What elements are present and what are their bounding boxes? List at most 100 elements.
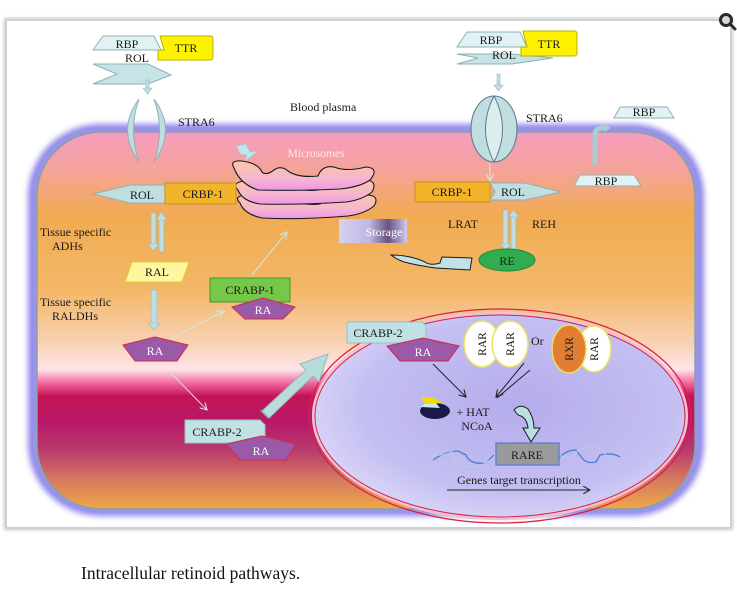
corepressor-icon (420, 397, 450, 419)
stra6-right: STRA6 (470, 94, 563, 181)
rol-label-left: ROL (125, 51, 149, 65)
storage-label: Storage (366, 225, 403, 239)
uptake-arrowhead-right (493, 84, 504, 92)
figure-caption: Intracellular retinoid pathways. (81, 563, 301, 583)
rare-label: RARE (511, 448, 543, 462)
dna-strand-right-a (558, 449, 621, 464)
rxr-label: RXR (564, 337, 576, 361)
reh-arrow-up (510, 214, 517, 251)
blood-plasma-label: Blood plasma (290, 100, 357, 114)
rbp-cytoplasm-shape (573, 174, 642, 187)
activation-arrow (513, 405, 541, 443)
plasma-complex-left: RBP TTR ROL (92, 35, 214, 95)
crabp1-to-microsomes-arrow (251, 232, 287, 276)
microsomes-label: Microsomes (288, 148, 345, 160)
uptake-arrow-right (496, 73, 501, 87)
ra-pentagon (122, 336, 189, 362)
rbp-released-label: RBP (633, 105, 656, 119)
rar-c-label: RAR (589, 337, 601, 361)
rbp-export-arrow (592, 125, 606, 165)
dna-strand-right-b (558, 444, 621, 465)
magnifier-icon (719, 13, 737, 31)
nuclear-ra-label: RA (415, 345, 432, 359)
ra-label: RA (147, 344, 164, 358)
rar-b-oval (491, 320, 529, 368)
plasma-complex-right: RBP TTR ROL (456, 30, 578, 92)
crabp2-nuclear-label: CRABP-2 (353, 326, 402, 340)
ral-label: RAL (145, 265, 169, 279)
nuclear-import-arrow-tail (259, 409, 269, 419)
crabp1-ra-pentagon (231, 297, 296, 320)
lrat-arrowhead-down (499, 243, 512, 251)
reh-label: REH (532, 217, 556, 231)
rol-right-shape (489, 182, 562, 201)
rol-label-right: ROL (492, 48, 516, 62)
crabp1-label: CRABP-1 (225, 283, 274, 297)
nucleus-contents: CRABP-2 RA RAR RAR Or RXR RAR + HAT NCoA (346, 320, 621, 490)
ttr-label-right: TTR (538, 37, 561, 51)
lrat-label: LRAT (448, 217, 479, 231)
rol-right-label: ROL (501, 185, 525, 199)
rbp-recycling: RBP RBP (573, 105, 675, 188)
corepressor-cap (421, 397, 442, 404)
stra6-left-half-b (153, 98, 166, 163)
rbp-released-shape (613, 106, 675, 119)
nuclear-envelope-outer (308, 308, 692, 524)
crbp1-left-label: CRBP-1 (183, 187, 224, 201)
rbp-export-arrowhead (604, 124, 611, 132)
storage-return-arrow (389, 254, 473, 271)
rbp-cytoplasm-label: RBP (595, 174, 618, 188)
adh-arrowhead-up (155, 211, 168, 221)
raldh-arrow (150, 289, 158, 326)
ttr-shape-left (157, 35, 214, 61)
rbp-label-right: RBP (480, 33, 503, 47)
crbp1-right-label: CRBP-1 (432, 185, 473, 199)
raldh-arrowhead (147, 322, 161, 331)
rbp-label-left: RBP (116, 37, 139, 51)
rar-dimer-to-complex-arrow (496, 362, 525, 397)
rxr-oval (551, 324, 587, 374)
rbp-shape-left (92, 35, 162, 51)
adh-label-line1: Tissue specific (40, 225, 111, 239)
raldh-label-line1: Tissue specific (40, 295, 111, 309)
rol-shape-left (92, 63, 173, 85)
uptake-arrowhead-left (142, 87, 153, 95)
crabp2-cyto-box (184, 419, 266, 444)
re-label: RE (499, 254, 514, 268)
ra-to-crabp2-arrow (168, 370, 207, 410)
crabp2-cyto-label: CRABP-2 (192, 425, 241, 439)
storage-box (339, 219, 407, 243)
zoom-button[interactable] (718, 12, 737, 31)
crabp1-ra-label: RA (255, 303, 272, 317)
stra6-label-right: STRA6 (526, 111, 563, 125)
lrat-arrow-down (502, 209, 509, 246)
cytoplasm-left-pathway: ROL CRBP-1 Tissue specific ADHs RAL Tiss… (40, 182, 329, 461)
stra6-left: STRA6 (127, 98, 215, 163)
rbp-shape-right (456, 31, 528, 48)
rar-a-label: RAR (477, 332, 489, 356)
crbp1-left-box (164, 182, 237, 205)
or-label: Or (531, 334, 544, 348)
rare-box (495, 442, 560, 466)
adh-label-line2: ADHs (52, 239, 83, 253)
adh-arrow-up (158, 217, 165, 253)
raldh-label-line2: RALDHs (52, 309, 98, 323)
ttr-shape-right (520, 30, 578, 57)
cytoplasm-right-pathway: CRBP-1 ROL LRAT REH RE (414, 181, 562, 272)
crabp2-cyto-ra-pentagon (225, 435, 297, 461)
storage: Storage (339, 219, 473, 271)
stra6-right-inner (485, 94, 503, 164)
ra-to-complex-arrow (432, 363, 466, 397)
transcription-label: Genes target transcription (457, 473, 581, 487)
hat-label: + HAT (456, 405, 490, 419)
reh-arrowhead-up (507, 209, 520, 218)
nuclear-import-arrow (261, 353, 329, 419)
dna-strand-left-b (430, 451, 495, 468)
re-ellipse (478, 248, 536, 272)
microsomes: Microsomes (232, 143, 377, 220)
ral-shape (124, 261, 190, 283)
stra6-label-left: STRA6 (178, 115, 215, 129)
adh-arrowhead-down (147, 243, 160, 252)
nuclear-envelope-inner (314, 314, 686, 518)
